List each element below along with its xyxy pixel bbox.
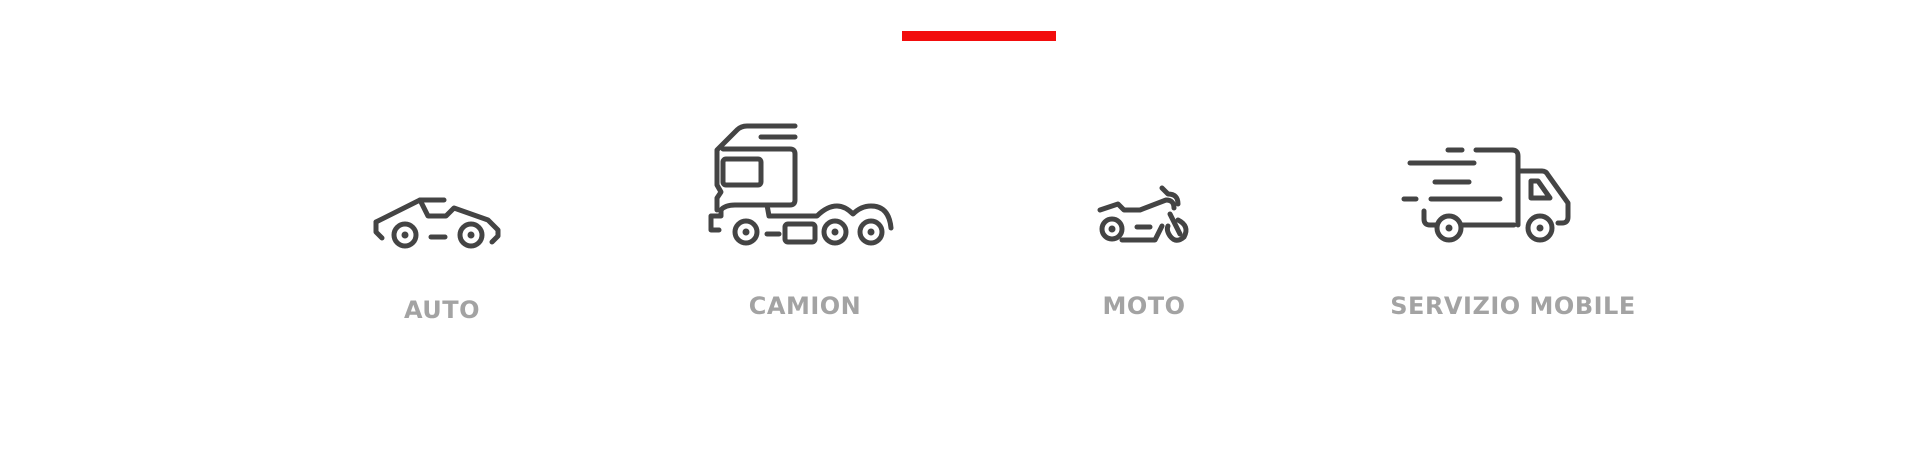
service-label: MOTO — [1102, 292, 1186, 320]
service-label: AUTO — [403, 296, 481, 324]
service-servizio-mobile[interactable]: SERVIZIO MOBILE — [1390, 145, 1635, 335]
accent-bar — [902, 31, 1056, 41]
motorcycle-icon — [1097, 182, 1208, 252]
service-label: SERVIZIO MOBILE — [1390, 292, 1636, 320]
delivery-van-icon — [1400, 145, 1580, 255]
service-label: CAMION — [748, 292, 862, 320]
truck-icon — [705, 120, 905, 250]
service-camion[interactable]: CAMION — [705, 120, 905, 330]
service-auto[interactable]: AUTO — [370, 190, 510, 330]
service-moto[interactable]: MOTO — [1097, 182, 1208, 332]
car-icon — [370, 190, 510, 260]
